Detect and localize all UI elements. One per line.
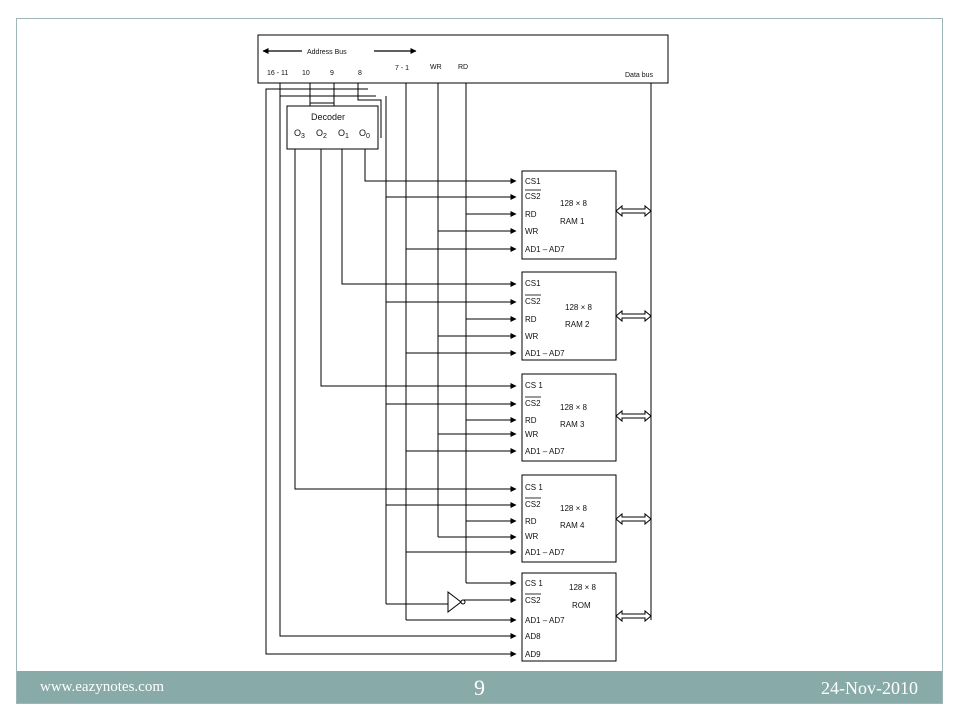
decoder-output-lines	[294, 149, 517, 492]
rom-pin-ad9: AD9	[525, 650, 541, 659]
pin-label-16-11: 16 - 11	[267, 70, 288, 77]
rom-name: ROM	[572, 601, 591, 610]
address-bus-label: Address Bus	[307, 49, 347, 56]
pin-label-10: 10	[302, 70, 310, 77]
ram2-pin-cs1: CS1	[525, 279, 541, 288]
rom-pin-cs1: CS 1	[525, 579, 543, 588]
ram4-pin-rd: RD	[525, 517, 537, 526]
bus-bar	[257, 34, 669, 84]
ram3-pin-wr: WR	[525, 430, 539, 439]
pin-label-7-1: 7 - 1	[395, 65, 409, 72]
ram2-pin-ad: AD1 – AD7	[525, 349, 565, 358]
ram3-name: RAM 3	[560, 420, 585, 429]
decoder-output-o0: O0	[359, 128, 370, 140]
ram3-pin-cs2: CS2	[525, 399, 541, 408]
ram2-size: 128 × 8	[565, 303, 592, 312]
ram2-pin-cs2: CS2	[525, 297, 541, 306]
rom-pin-ad8: AD8	[525, 632, 541, 641]
pin-label-8: 8	[358, 70, 362, 77]
ram1-size: 128 × 8	[560, 199, 587, 208]
ram3-size: 128 × 8	[560, 403, 587, 412]
data-bus-arrows	[615, 204, 652, 623]
chip-ram-4: CS 1 CS2 RD WR AD1 – AD7 128 × 8 RAM 4	[521, 474, 617, 563]
slide-frame	[16, 18, 943, 704]
ram1-pin-cs2: CS2	[525, 192, 541, 201]
pin-connection-arrows	[386, 194, 517, 657]
footer-page-number: 9	[474, 675, 485, 700]
ram1-pin-wr: WR	[525, 227, 539, 236]
pin-label-wr: WR	[430, 64, 442, 71]
rom-pin-ad1-ad7: AD1 – AD7	[525, 616, 565, 625]
ram1-pin-cs1: CS1	[525, 177, 541, 186]
inverter-gate	[447, 590, 466, 614]
ram3-pin-cs1: CS 1	[525, 381, 543, 390]
chip-ram-2: CS1 CS2 RD WR AD1 – AD7 128 × 8 RAM 2	[521, 271, 617, 361]
ram2-name: RAM 2	[565, 320, 590, 329]
decoder-output-o2: O2	[316, 128, 327, 140]
pin-label-9: 9	[330, 70, 334, 77]
bus-vertical-lines	[265, 83, 652, 655]
decoder-output-o1: O1	[338, 128, 349, 140]
chip-ram-1: CS1 CS2 RD WR AD1 – AD7 128 × 8 RAM 1	[521, 170, 617, 260]
ram2-pin-wr: WR	[525, 332, 539, 341]
chip-ram-3: CS 1 CS2 RD WR AD1 – AD7 128 × 8 RAM 3	[521, 373, 617, 462]
footer-website[interactable]: www.eazynotes.com	[40, 679, 164, 695]
decoder-box	[286, 105, 379, 150]
ram1-name: RAM 1	[560, 217, 585, 226]
footer-date: 24-Nov-2010	[821, 678, 918, 698]
ram4-pin-wr: WR	[525, 532, 539, 541]
ram3-pin-ad: AD1 – AD7	[525, 447, 565, 456]
chip-rom: CS 1 CS2 AD1 – AD7 AD8 AD9 128 × 8 ROM	[521, 572, 617, 662]
ram4-size: 128 × 8	[560, 504, 587, 513]
footer-bar: www.eazynotes.com 9 24-Nov-2010	[17, 671, 942, 703]
ram2-pin-rd: RD	[525, 315, 537, 324]
decoder-title: Decoder	[311, 112, 345, 122]
data-bus-label: Data bus	[625, 72, 654, 79]
ram4-name: RAM 4	[560, 521, 585, 530]
ram4-pin-cs2: CS2	[525, 500, 541, 509]
ram1-pin-rd: RD	[525, 210, 537, 219]
rom-pin-cs2: CS2	[525, 596, 541, 605]
ram4-pin-cs1: CS 1	[525, 483, 543, 492]
ram4-pin-ad: AD1 – AD7	[525, 548, 565, 557]
rom-size: 128 × 8	[569, 583, 596, 592]
decoder-output-o3: O3	[294, 128, 305, 140]
ram3-pin-rd: RD	[525, 416, 537, 425]
pin-label-rd: RD	[458, 64, 468, 71]
ram1-pin-ad: AD1 – AD7	[525, 245, 565, 254]
